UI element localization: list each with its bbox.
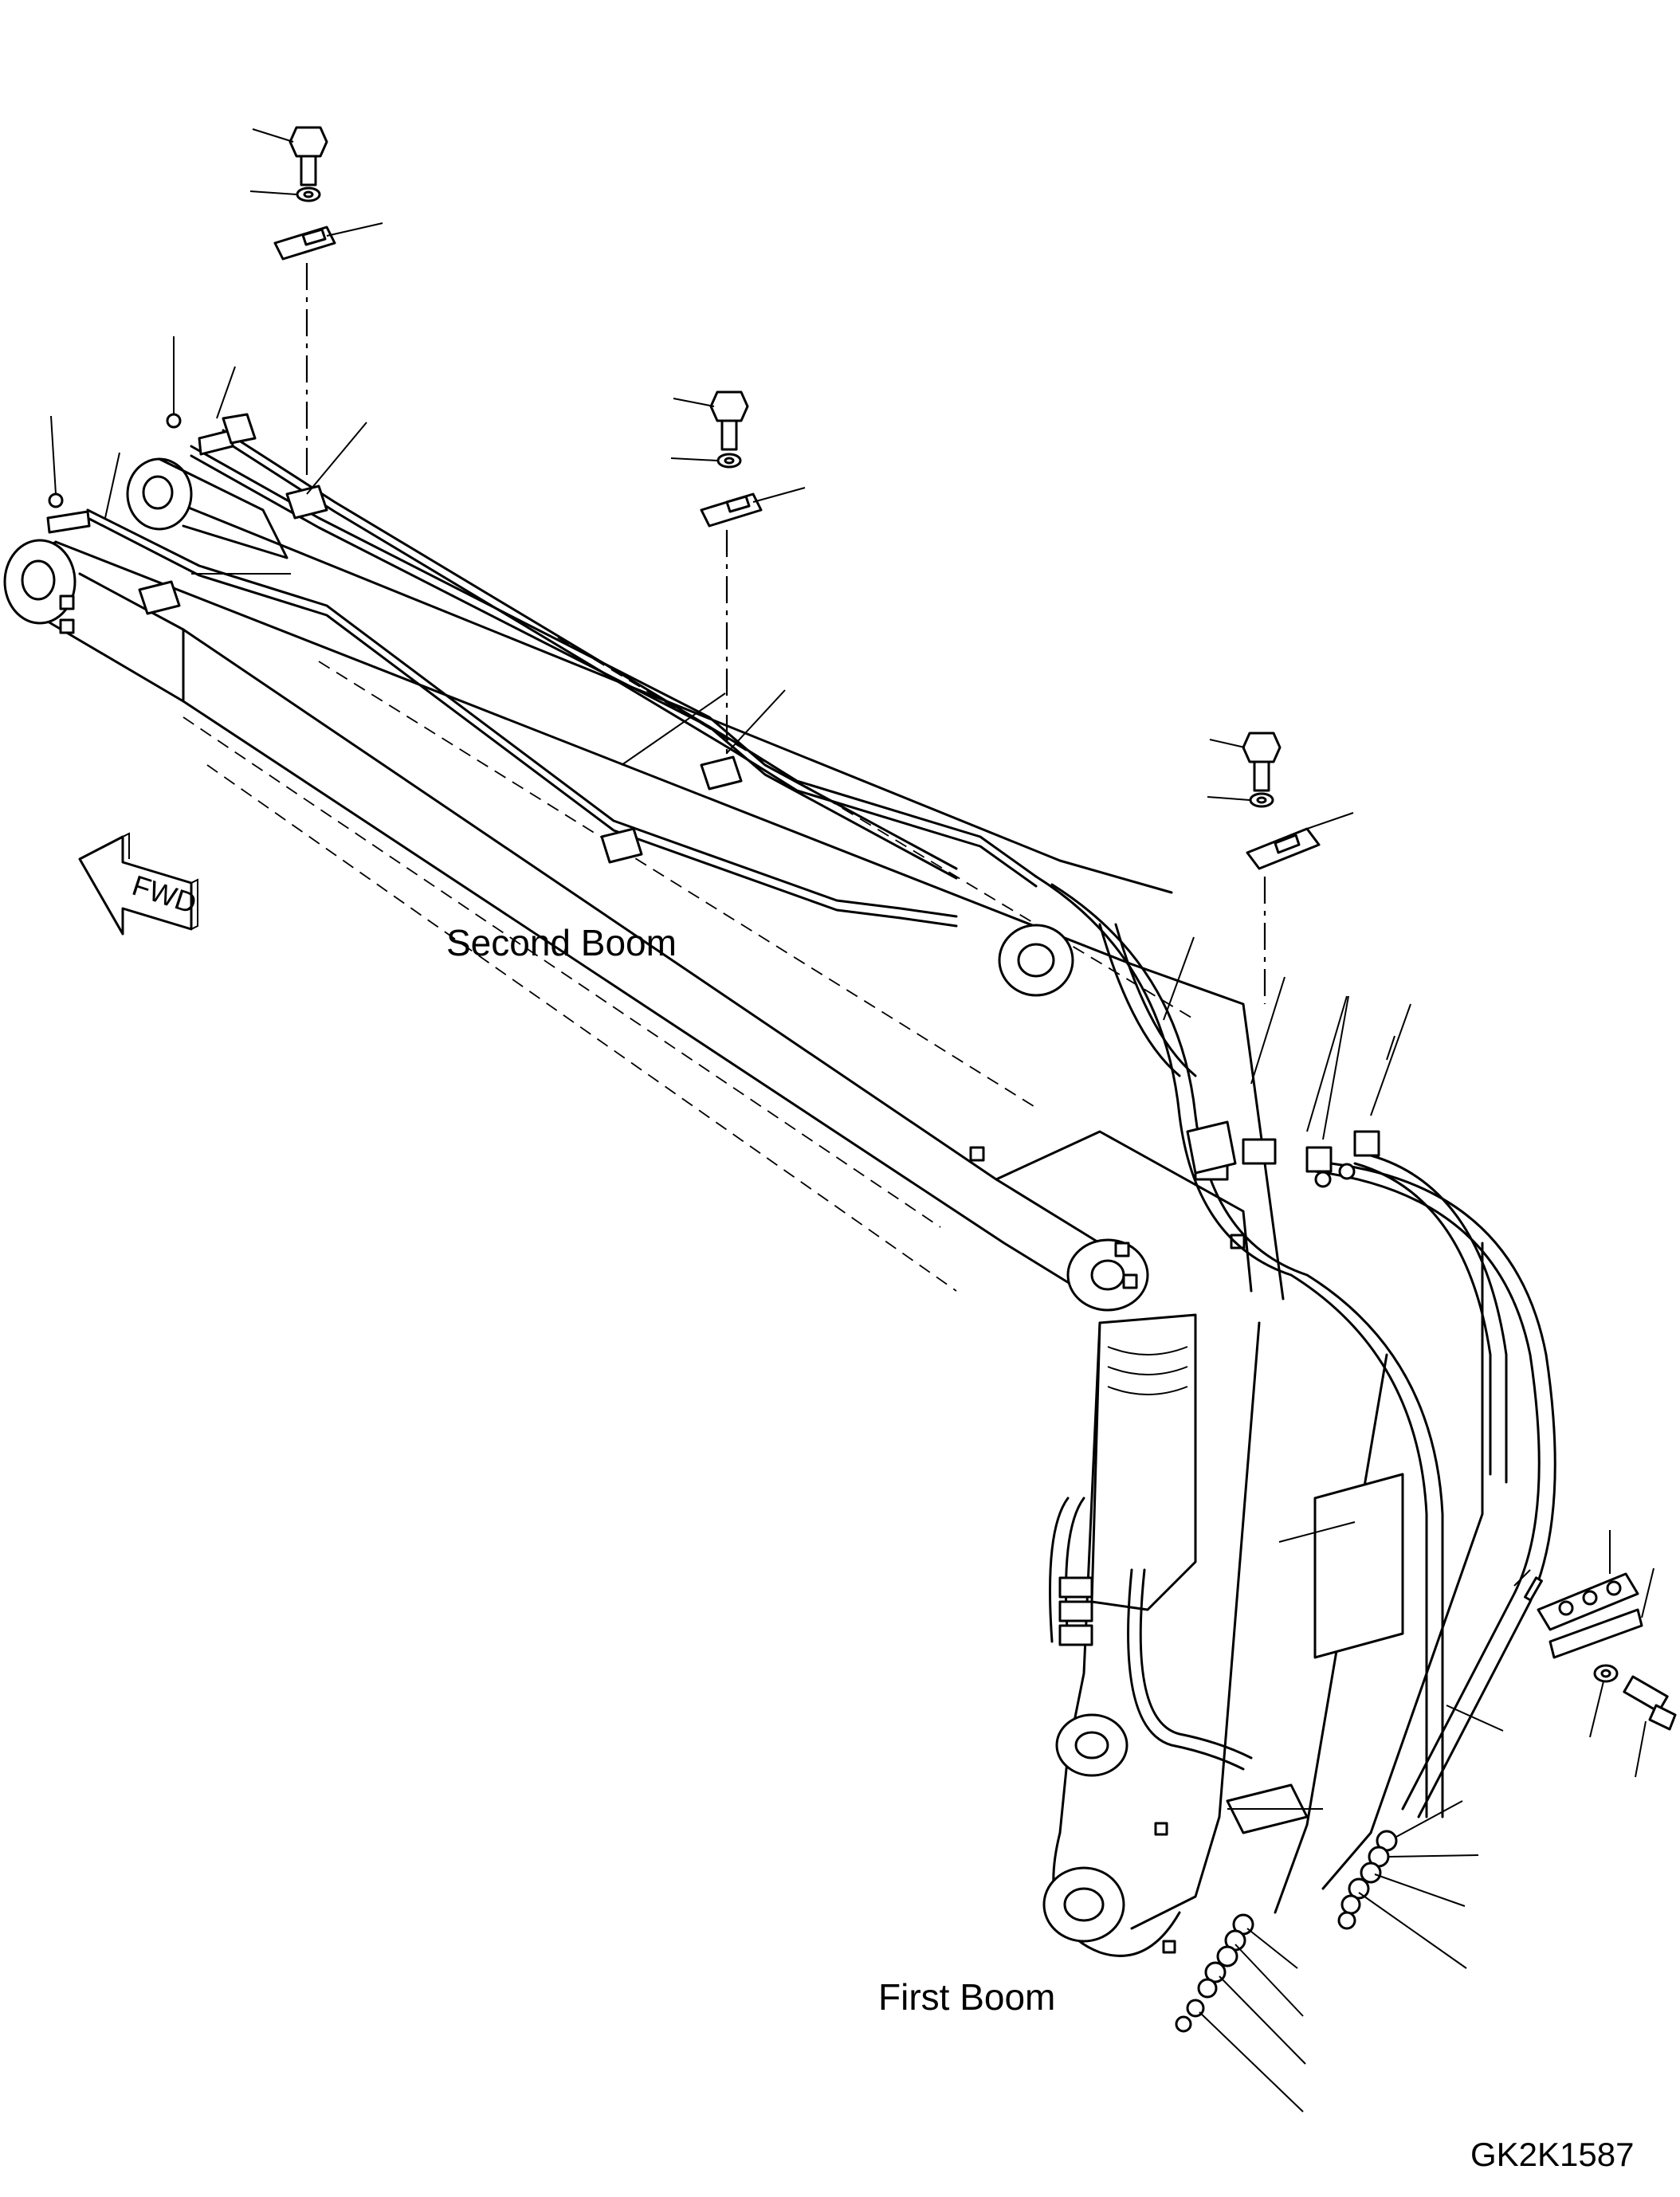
forward-direction-arrow: FWD: [78, 832, 201, 936]
first-boom-label: First Boom: [878, 1976, 1055, 2018]
second-boom: [3, 457, 1285, 1312]
first-boom: [1042, 1242, 1484, 1957]
pipe-clamps: [138, 485, 1237, 1175]
second-boom-label: Second Boom: [446, 922, 677, 963]
bolt-set-3: [1242, 732, 1321, 1004]
bolt-set-right: [1524, 1572, 1677, 1731]
fittings-stack: [48, 413, 1398, 2033]
leader-lines: [50, 128, 1654, 2113]
bolt-set-2: [700, 390, 763, 757]
bolt-set-1: [273, 126, 336, 478]
drawing-code-label: GK2K1587: [1470, 2136, 1635, 2173]
boom-cylinder: [1090, 1313, 1197, 1611]
